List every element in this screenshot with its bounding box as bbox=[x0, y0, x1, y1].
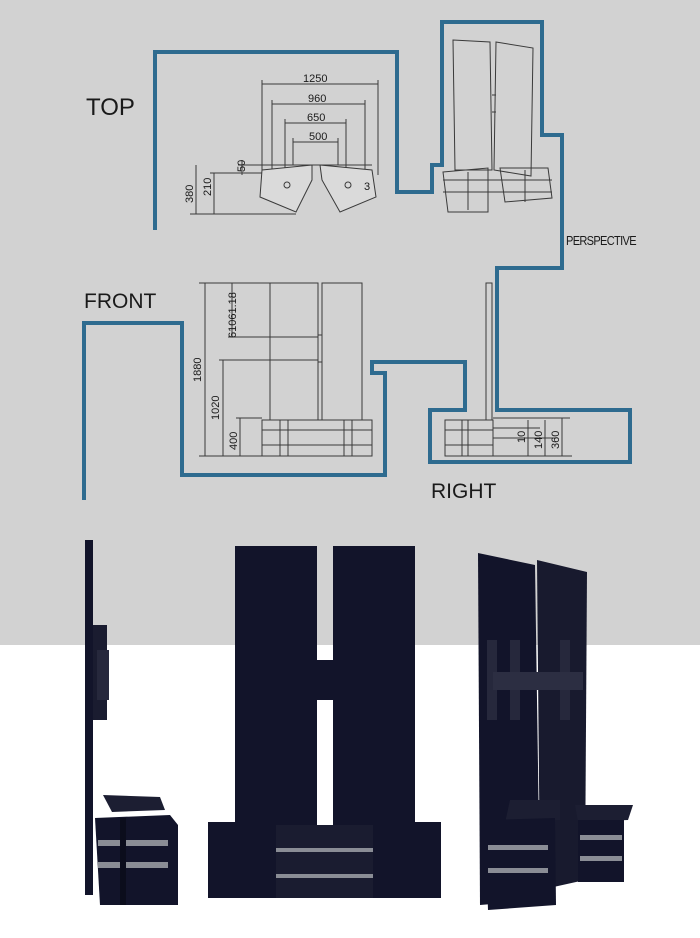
dim-10: 10 bbox=[516, 431, 528, 443]
dim-380: 380 bbox=[184, 185, 196, 203]
dim-1250: 1250 bbox=[303, 73, 327, 85]
dim-1020: 1020 bbox=[210, 396, 222, 420]
top-view-dimension-labels: 1250 960 650 500 50 210 380 3 bbox=[184, 73, 370, 203]
front-view-drawing bbox=[199, 282, 373, 457]
view-label-top: TOP bbox=[86, 94, 135, 121]
dim-61061-18: 61061.18 bbox=[227, 292, 239, 338]
render-perspective-view bbox=[478, 553, 633, 910]
right-view-drawing bbox=[444, 282, 572, 457]
view-outlines bbox=[82, 20, 632, 500]
dim-1880: 1880 bbox=[192, 358, 204, 382]
view-label-front: FRONT bbox=[84, 290, 157, 313]
dim-210: 210 bbox=[202, 178, 214, 196]
dim-3: 3 bbox=[364, 181, 370, 193]
dim-650: 650 bbox=[307, 112, 325, 124]
dim-50: 50 bbox=[236, 160, 248, 172]
top-view-outline bbox=[82, 20, 632, 500]
dim-960: 960 bbox=[308, 93, 326, 105]
view-label-right: RIGHT bbox=[431, 480, 497, 503]
dim-360: 360 bbox=[550, 431, 562, 449]
front-view-dimension-labels: 1880 1020 400 61061.18 bbox=[192, 292, 240, 450]
view-label-perspective: PERSPECTIVE bbox=[566, 233, 637, 248]
dim-140: 140 bbox=[533, 431, 545, 449]
render-side-view bbox=[85, 540, 178, 905]
dim-500: 500 bbox=[309, 131, 327, 143]
top-view-drawing bbox=[190, 80, 379, 215]
perspective-line-drawing bbox=[442, 39, 553, 213]
right-view-dimension-labels: 10 140 360 bbox=[516, 431, 562, 449]
dim-400: 400 bbox=[228, 432, 240, 450]
render-front-view bbox=[208, 546, 441, 898]
